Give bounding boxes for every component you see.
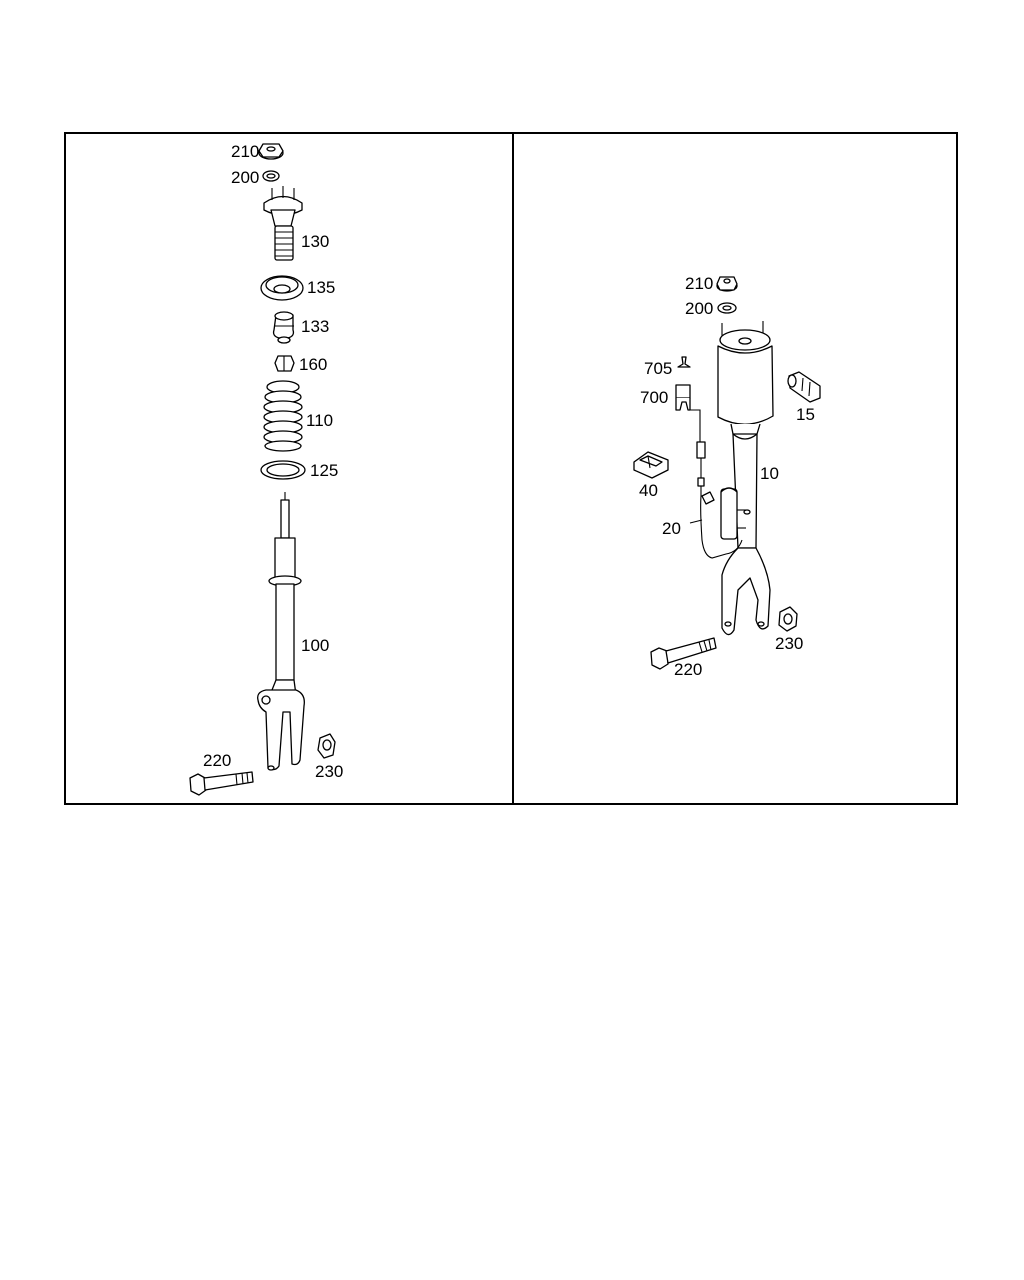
callout-label: 210: [685, 274, 713, 293]
callout-label: 133: [301, 317, 329, 336]
bolt-icon[interactable]: [650, 637, 717, 670]
bump-stop-icon[interactable]: [272, 311, 295, 344]
callout-label: 160: [299, 355, 327, 374]
right-panel-frame: [512, 132, 958, 805]
callout-label: 210: [231, 142, 259, 161]
clip-icon[interactable]: [677, 356, 691, 368]
air-strut-icon[interactable]: [717, 321, 774, 636]
callout-label: 110: [306, 411, 333, 430]
callout-label: 125: [310, 461, 338, 480]
valve-icon[interactable]: [787, 371, 821, 403]
spring-seat-icon[interactable]: [260, 275, 304, 301]
connector-icon[interactable]: [675, 384, 691, 411]
nut-icon[interactable]: [274, 355, 295, 372]
callout-label: 10: [760, 464, 779, 483]
callout-label: 230: [775, 634, 803, 653]
bracket-icon[interactable]: [633, 451, 669, 479]
spring-pad-icon[interactable]: [260, 460, 306, 480]
right-panel: 210 200 705 700 15: [633, 274, 821, 679]
callout-label: 200: [685, 299, 713, 318]
callout-label: 100: [301, 636, 329, 655]
callout-label: 220: [674, 660, 702, 679]
callout-label: 130: [301, 232, 329, 251]
callout-label: 200: [231, 168, 259, 187]
coil-spring-icon[interactable]: [263, 380, 303, 452]
callout-label: 700: [640, 388, 668, 407]
callout-label: 20: [662, 519, 681, 538]
strut-mount-icon[interactable]: [263, 186, 303, 261]
nut-icon[interactable]: [778, 606, 798, 632]
washer-icon[interactable]: [262, 170, 280, 182]
sensor-wire-icon[interactable]: [689, 409, 743, 559]
nut-icon[interactable]: [317, 733, 336, 759]
callout-label: 705: [644, 359, 672, 378]
bolt-icon[interactable]: [189, 771, 254, 796]
flange-nut-icon[interactable]: [258, 143, 284, 160]
flange-nut-icon[interactable]: [716, 276, 738, 292]
callout-label: 220: [203, 751, 231, 770]
callout-label: 230: [315, 762, 343, 781]
left-panel: 210 200 130 135: [189, 142, 343, 796]
callout-label: 40: [639, 481, 658, 500]
shock-absorber-icon[interactable]: [257, 492, 305, 771]
callout-label: 135: [307, 278, 335, 297]
callout-label: 15: [796, 405, 815, 424]
washer-icon[interactable]: [717, 302, 737, 314]
